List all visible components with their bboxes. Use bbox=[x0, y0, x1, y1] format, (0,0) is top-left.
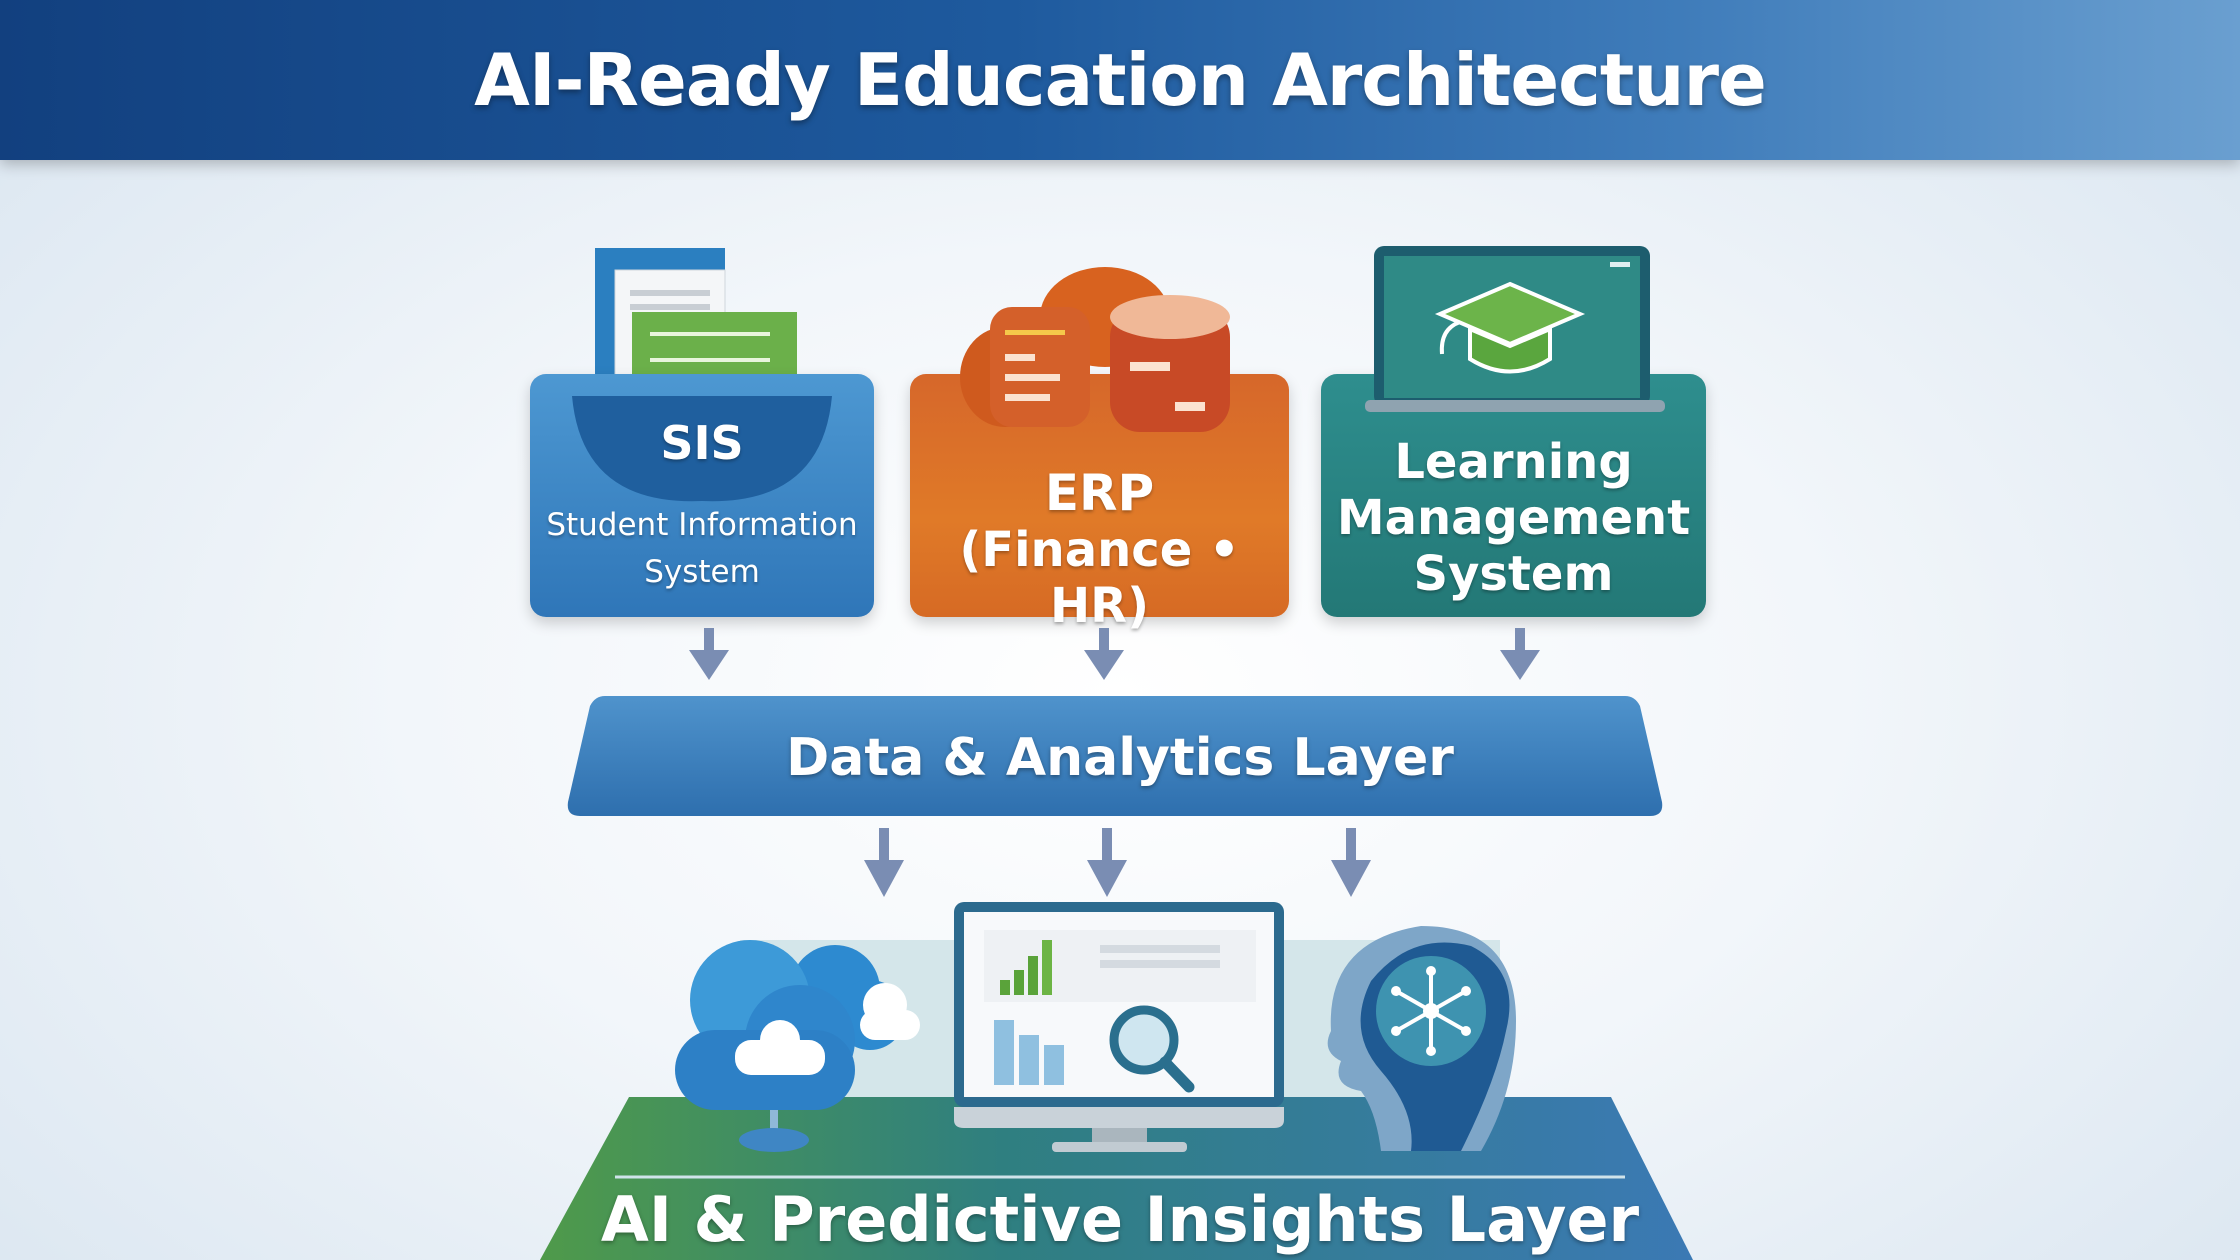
cloud-icon bbox=[675, 940, 920, 1152]
graduation-cap-laptop-icon bbox=[1374, 246, 1650, 406]
source-card-sis: SIS Student Information System bbox=[530, 374, 874, 617]
erp-name: (Finance • HR) bbox=[959, 522, 1240, 634]
analytics-monitor-icon bbox=[954, 902, 1284, 1152]
arrow-data-to-insights-3 bbox=[1331, 828, 1371, 897]
arrow-data-to-insights-2 bbox=[1087, 828, 1127, 897]
arrow-data-to-insights-1 bbox=[864, 828, 904, 897]
folder-pocket-shape bbox=[572, 396, 832, 502]
laptop-base bbox=[1365, 400, 1665, 412]
sis-name-line2: System bbox=[644, 554, 760, 590]
ai-brain-head-icon bbox=[1327, 926, 1516, 1151]
data-layer-label: Data & Analytics Layer bbox=[786, 728, 1454, 788]
arrow-sis-to-data bbox=[689, 628, 729, 680]
lms-name-line2: Management bbox=[1336, 490, 1691, 546]
erp-abbr: ERP bbox=[1044, 464, 1155, 522]
arrow-erp-to-data bbox=[1084, 628, 1124, 680]
arrow-lms-to-data bbox=[1500, 628, 1540, 680]
title-banner: AI-Ready Education Architecture bbox=[0, 0, 2240, 160]
diagram-title: AI-Ready Education Architecture bbox=[474, 38, 1767, 122]
source-card-erp-label: ERP (Finance • HR) bbox=[910, 374, 1289, 634]
insights-layer-label: AI & Predictive Insights Layer bbox=[600, 1183, 1640, 1256]
data-layer-shape bbox=[567, 696, 1663, 816]
sis-abbr: SIS bbox=[660, 416, 744, 470]
database-icon bbox=[960, 267, 1230, 432]
flow-arrows bbox=[689, 628, 1540, 897]
lms-name-line1: Learning bbox=[1394, 434, 1633, 490]
sis-name-line1: Student Information bbox=[546, 507, 858, 543]
lms-name-line3: System bbox=[1413, 546, 1614, 602]
source-card-lms-label: Learning Management System bbox=[1321, 374, 1706, 617]
